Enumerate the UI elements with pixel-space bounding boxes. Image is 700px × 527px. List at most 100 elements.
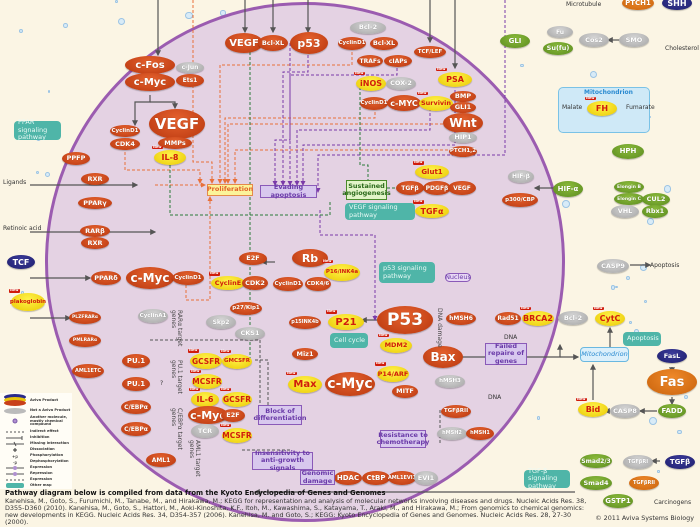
node-c-jun[interactable]: c-Jun xyxy=(176,61,204,73)
node-p53[interactable]: P53 xyxy=(377,306,433,334)
node-p15ink4b[interactable]: p15INK4b xyxy=(289,315,321,329)
node-shh[interactable]: SHH xyxy=(662,0,692,10)
node-wnt[interactable]: Wnt xyxy=(443,113,483,133)
node-smo[interactable]: SMO xyxy=(619,33,649,47)
node-gstp1[interactable]: GSTP1 xyxy=(603,494,633,508)
node-cyclind1[interactable]: CyclinD1 xyxy=(172,271,204,285)
node-c-myc[interactable]: c-Myc xyxy=(325,372,375,396)
node-c-myc[interactable]: c-MYC xyxy=(387,95,421,111)
node-cyclind1[interactable]: CyclinD1 xyxy=(338,36,366,50)
node-tgf-rii[interactable]: TGFβRII xyxy=(441,404,471,418)
node-skp2[interactable]: Skp2 xyxy=(206,315,236,329)
node-bmp[interactable]: BMP xyxy=(450,90,476,102)
node-tcf[interactable]: TCF xyxy=(7,255,35,269)
node-rar-[interactable]: RARβ xyxy=(80,225,110,237)
node-cyclind1[interactable]: CyclinD1 xyxy=(110,125,140,137)
node-plzfrar-[interactable]: PLZFRARα xyxy=(69,310,101,324)
node-vegf[interactable]: VEGF xyxy=(149,109,205,139)
node-hmsh6[interactable]: hMSH6 xyxy=(446,311,476,325)
node-cox-2[interactable]: COX-2 xyxy=(386,76,416,90)
node-e2f[interactable]: E2F xyxy=(221,408,245,422)
node-hip1[interactable]: HIP1 xyxy=(449,131,477,143)
node-su-fu-[interactable]: Su(fu) xyxy=(543,41,573,55)
node-tgf-ri[interactable]: TGFβRI xyxy=(623,455,653,469)
node-fasl[interactable]: FasL xyxy=(657,349,687,363)
node-hif-[interactable]: HIF-α xyxy=(553,181,583,197)
node-ptch1-2[interactable]: PTCH1,2 xyxy=(449,145,477,157)
node-bcl-xl[interactable]: Bcl-XL xyxy=(258,35,288,51)
node-cdk2[interactable]: CDK2 xyxy=(242,276,268,290)
node-fu[interactable]: Fu xyxy=(547,26,573,38)
node-hif-[interactable]: HIF-β xyxy=(508,169,534,183)
node-evi1[interactable]: EVI1 xyxy=(414,471,438,485)
node-c-ebp-[interactable]: C/EBPα xyxy=(121,422,151,436)
node-casp8[interactable]: CASP8 xyxy=(610,404,640,418)
node-pdgf-[interactable]: PDGFβ xyxy=(423,181,451,195)
node-pu-1[interactable]: PU.1 xyxy=(122,377,150,391)
node-cul2[interactable]: CUL2 xyxy=(642,192,670,206)
node-smad4[interactable]: Smad4 xyxy=(580,476,612,490)
node-hmsh1[interactable]: hMSH1 xyxy=(466,426,494,440)
node-cyclind1[interactable]: CyclinD1 xyxy=(360,96,388,110)
node-vhl[interactable]: VHL xyxy=(611,204,639,218)
node-ets1[interactable]: Ets1 xyxy=(176,73,204,87)
map-link-vegf-signaling-pathway[interactable]: VEGF signaling pathway xyxy=(345,203,415,220)
node-aml1etc[interactable]: AML1ETC xyxy=(72,364,104,378)
node-cdk4[interactable]: CDK4 xyxy=(110,138,140,150)
node-rb[interactable]: Rb xyxy=(292,249,328,267)
node-fadd[interactable]: FADD xyxy=(658,404,686,418)
node-elongin-b[interactable]: Elongin B xyxy=(614,181,644,193)
node-tgf-[interactable]: TGFβ xyxy=(396,181,424,195)
node-hdac[interactable]: HDAC xyxy=(334,471,362,485)
node-vegf[interactable]: VEGF xyxy=(448,181,476,195)
node-gli1[interactable]: GLI1 xyxy=(450,101,476,113)
node-c-myc[interactable]: c-Myc xyxy=(188,406,228,424)
node-pu-1[interactable]: PU.1 xyxy=(122,354,150,368)
node-rbx1[interactable]: Rbx1 xyxy=(642,204,668,218)
node-cks1[interactable]: CKS1 xyxy=(235,326,265,340)
node-hmsh2[interactable]: hMSH2 xyxy=(437,426,467,440)
node-ptch1[interactable]: PTCH1 xyxy=(622,0,654,10)
node-bax[interactable]: Bax xyxy=(423,346,463,368)
map-link-cell-cycle[interactable]: Cell cycle xyxy=(330,333,368,348)
node-p53[interactable]: p53 xyxy=(290,32,328,54)
node-c-ebp-[interactable]: C/EBPα xyxy=(121,400,151,414)
node-c-myc[interactable]: c-Myc xyxy=(126,267,174,289)
node-fas[interactable]: Fas xyxy=(647,369,697,395)
node-casp9[interactable]: CASP9 xyxy=(597,259,629,273)
node-ppar-[interactable]: PPARγ xyxy=(78,197,112,209)
node-tgf-[interactable]: TGFβ xyxy=(665,455,695,469)
node-tgf-rii[interactable]: TGFβRII xyxy=(629,476,659,490)
node-bcl-2[interactable]: Bcl-2 xyxy=(558,311,588,325)
node-cyclind1[interactable]: CyclinD1 xyxy=(273,277,303,291)
node-mmps[interactable]: MMPs xyxy=(158,137,192,149)
node-vegf[interactable]: VEGF xyxy=(225,33,263,53)
node-gli[interactable]: GLI xyxy=(500,34,530,48)
node-p27-kip1[interactable]: p27/Kip1 xyxy=(230,301,262,315)
node-aml1evi1[interactable]: AML1EVI1 xyxy=(388,471,416,485)
node-mitf[interactable]: MITF xyxy=(392,384,418,398)
map-link-ppar-signaling-pathway[interactable]: PPAR signaling pathway xyxy=(14,119,61,141)
node-c-fos[interactable]: c-Fos xyxy=(125,56,175,74)
node-rad51[interactable]: Rad51 xyxy=(495,311,521,325)
